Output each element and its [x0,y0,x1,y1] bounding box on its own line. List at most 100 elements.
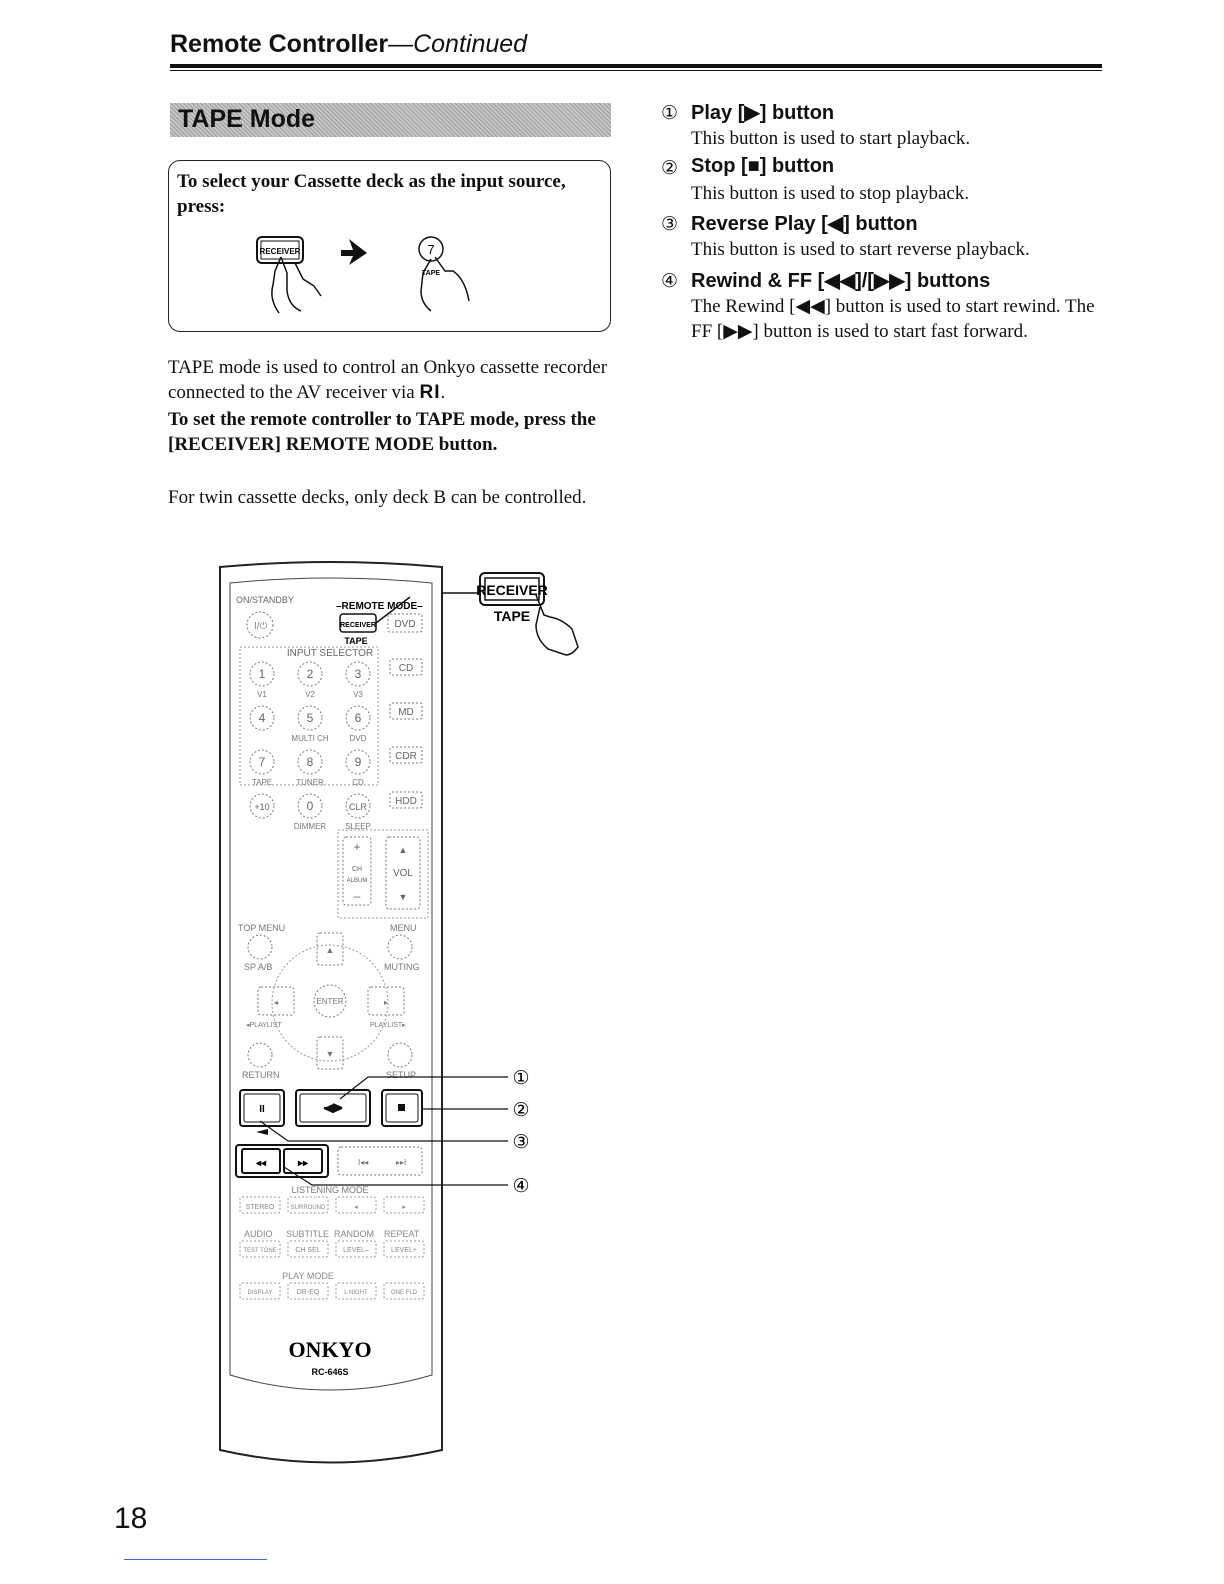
item-2-number: ② [661,158,679,179]
cursor-pad [271,944,389,1062]
numeric-key [249,749,275,775]
top-menu-label: TOP MENU [238,923,285,933]
menu-label: MENU [390,923,417,933]
footer-line [124,1559,267,1560]
item-4-number: ④ [661,271,679,292]
numeric-key [297,793,323,819]
cursor-up-button [316,932,344,966]
numeric-key-label: 3 [355,667,362,681]
twin-deck-note: For twin cassette decks, only deck B can… [168,487,587,508]
menu-button [387,934,413,960]
numeric-key-label: 9 [355,755,362,769]
tape-small-label: TAPE [344,636,367,646]
hdd-button [389,791,423,809]
select-illustration: RECEIVER 7 TAPE [256,236,470,314]
svg-text:▲: ▲ [399,845,408,855]
numeric-key [345,749,371,775]
receiver-key-illustration: RECEIVER [256,236,322,314]
callout-3: ③ [512,1132,529,1153]
dvd-button [387,613,423,633]
return-button [247,1042,273,1068]
item-2-title: Stop [■] button [691,155,835,177]
numeric-key [297,661,323,687]
cd-label: CD [399,663,413,674]
numeric-key-caption: V2 [305,690,315,699]
svg-text:–: – [354,889,361,903]
model-label: RC-646S [311,1367,348,1377]
play-icon [323,1103,343,1114]
numeric-key-label: 1 [259,667,266,681]
ch-label: CH [352,866,362,873]
svg-text:I/⏻: I/⏻ [254,621,268,632]
audio-label: AUDIO [244,1229,273,1239]
ch-sel-button [287,1240,329,1258]
cursor-left-button [257,986,295,1016]
numeric-key-caption: CD [352,778,364,787]
item-2-description: This button is used to stop playback. [691,183,970,204]
numeric-key-label: 6 [355,711,362,725]
section-title: TAPE Mode [178,105,316,133]
playlist-right-label: PLAYLIST▸ [370,1022,406,1029]
display-button [239,1282,281,1300]
ri-logo: RI [419,382,441,403]
numeric-key-caption: TAPE [252,778,272,787]
svg-text:◂: ◂ [274,998,278,1007]
svg-text:◂: ◂ [354,1204,358,1211]
sp-ab-label: SP A/B [244,962,272,972]
svg-text:II: II [259,1104,265,1115]
ch-sel-label: CH SEL [295,1247,320,1254]
one-fld-button [383,1282,425,1300]
dr-eq-button [287,1282,329,1300]
numeric-key-label: 0 [307,799,314,813]
enter-button [313,984,347,1018]
header-title: Remote Controller [170,30,389,58]
item-3-description: This button is used to start reverse pla… [691,239,1030,260]
callout-receiver-button [479,572,545,606]
svg-text:▸: ▸ [402,1204,406,1211]
stereo-label: STEREO [246,1204,275,1211]
level-plus-label: LEVEL+ [391,1247,417,1254]
numeric-key-caption: SLEEP [345,822,371,831]
ch-rocker [342,836,372,906]
on-standby-button [246,611,274,639]
brand-logo: ONKYO [288,1337,371,1362]
numeric-key-caption: V3 [353,690,363,699]
item-3-number: ③ [661,214,679,235]
md-button [389,702,423,720]
svg-text:▼: ▼ [399,892,408,902]
reverse-play-icon [256,1129,268,1135]
header-rule-thick [170,64,1102,68]
numeric-key-label: 4 [259,711,266,725]
test-tone-button [239,1240,281,1258]
surround-button [287,1196,329,1214]
numeric-key [297,749,323,775]
vol-rocker [385,836,421,910]
numeric-key-caption: DVD [350,734,367,743]
setup-button [387,1042,413,1068]
numeric-key [249,661,275,687]
svg-text:+: + [353,840,360,854]
numeric-key-label: +10 [254,802,269,812]
remote-illustration: ON/STANDBY I/⏻ –REMOTE MODE– RECEIVER TA… [219,561,579,1464]
stereo-button [239,1196,281,1214]
level-minus-label: LEVEL– [343,1247,369,1254]
callout-2: ② [512,1100,529,1121]
surround-label: SURROUND [291,1205,326,1211]
receiver-key-label: RECEIVER [260,247,301,256]
svg-text:▸: ▸ [384,998,388,1007]
item-1-number: ① [661,103,679,124]
cdr-button [389,746,423,764]
listening-next-button [383,1196,425,1214]
hand-icon [535,594,579,656]
numeric-key-label: 8 [307,755,314,769]
tape-key-illustration: 7 TAPE [418,236,470,312]
numeric-key [345,793,371,819]
cursor-down-button [316,1036,344,1070]
select-input-box: To select your Cassette deck as the inpu… [168,160,611,332]
rewind-button [241,1148,281,1174]
section-title-bar: TAPE Mode [170,103,611,137]
numeric-key-label: 2 [307,667,314,681]
intro-period: . [440,382,446,403]
remote-face [229,577,433,1391]
